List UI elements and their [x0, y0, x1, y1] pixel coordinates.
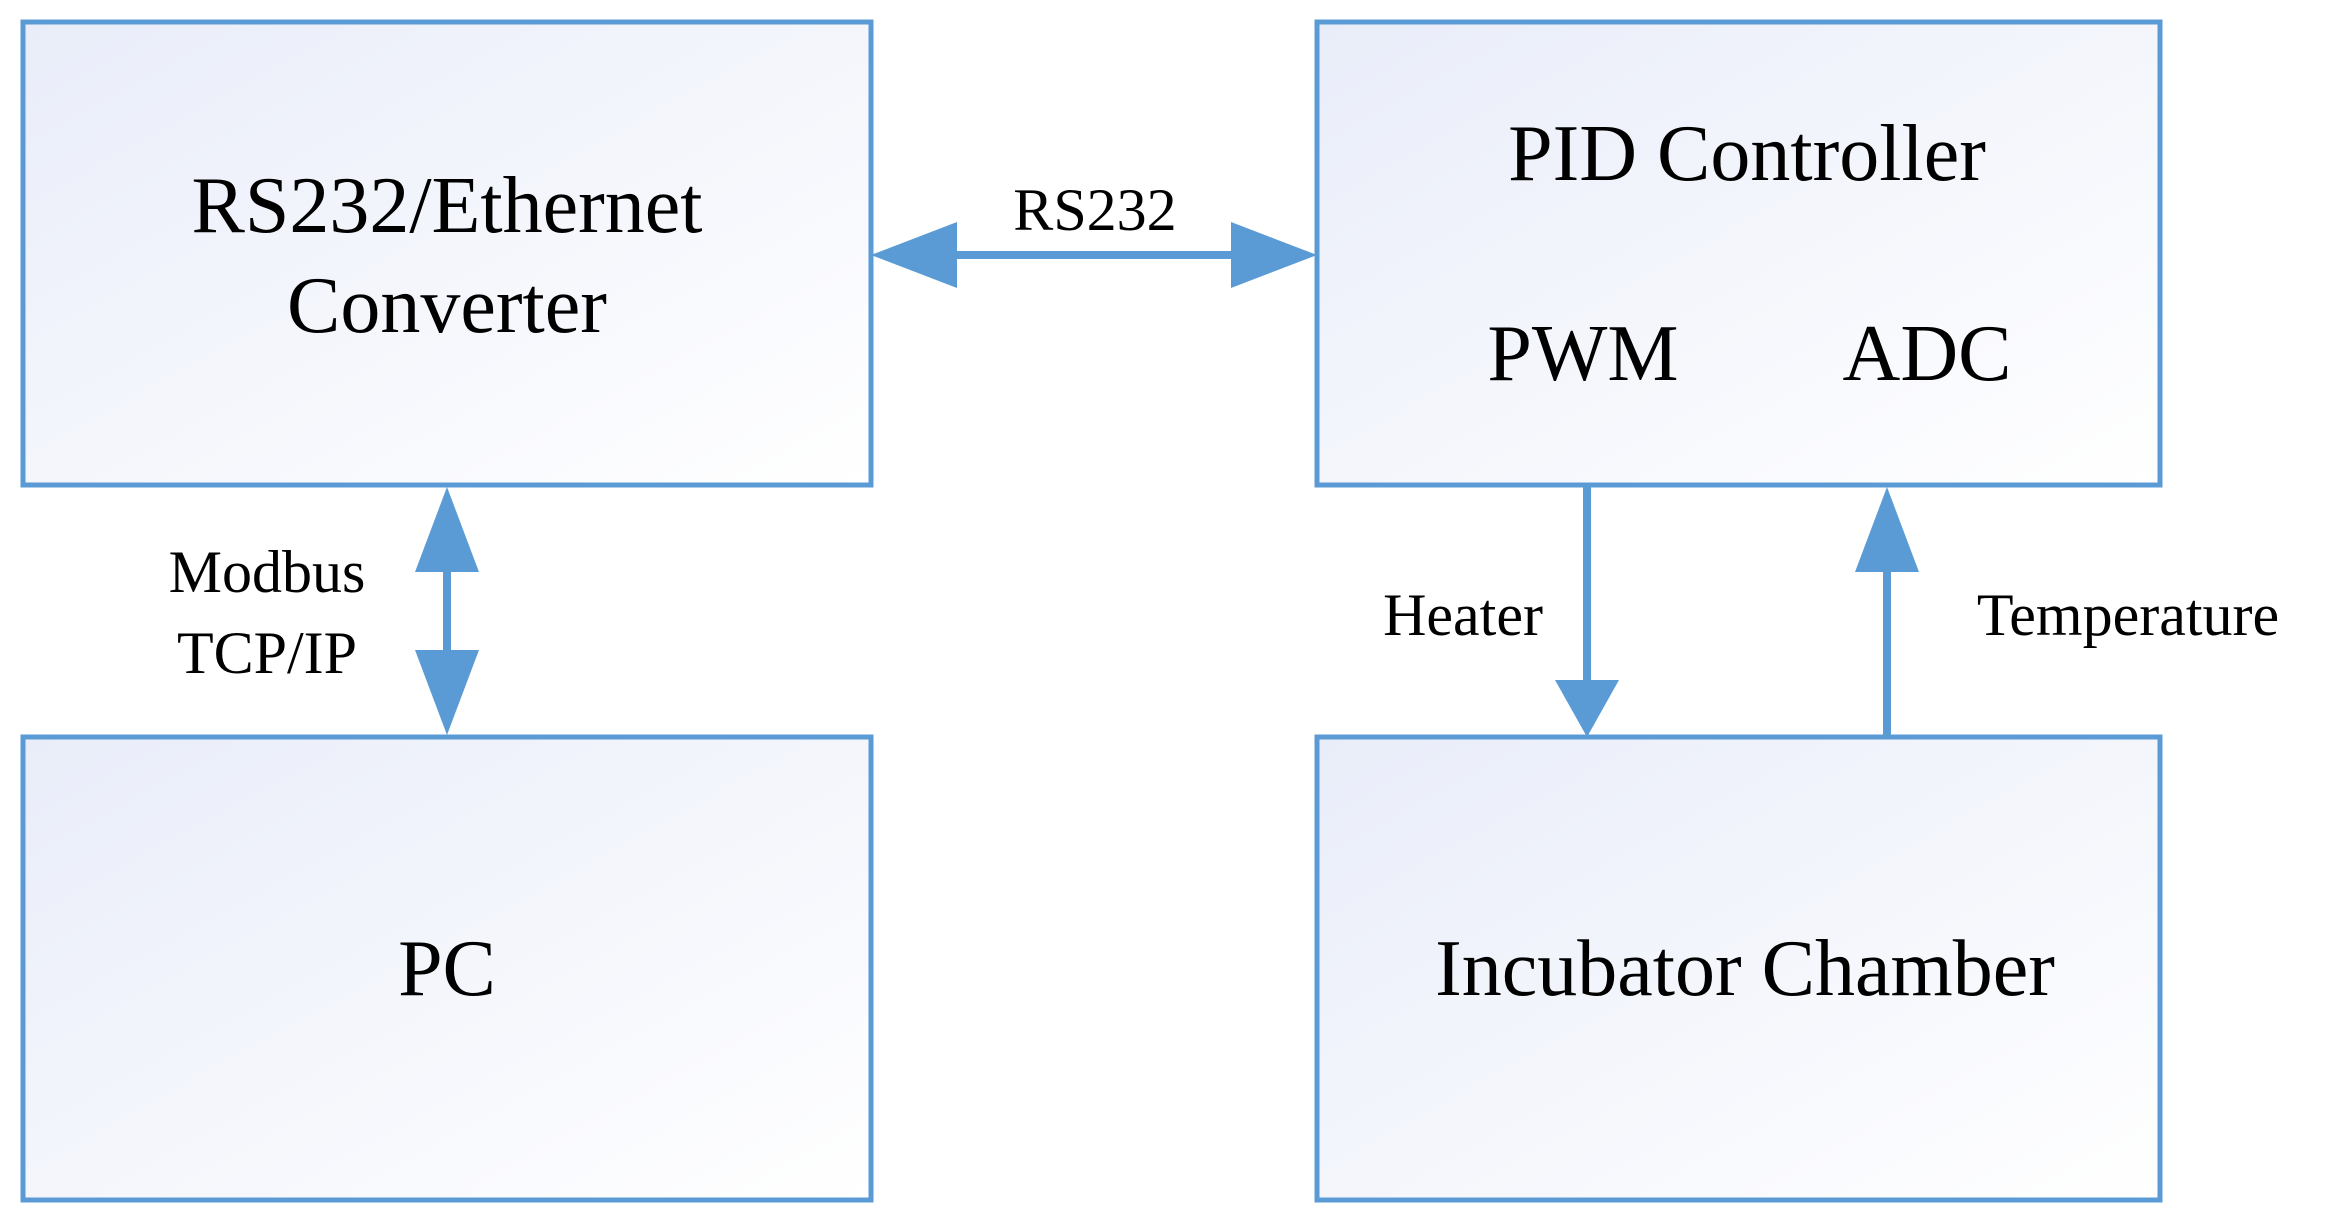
pc-block: PC: [20, 734, 874, 1203]
converter-label-line2: Converter: [287, 262, 607, 350]
modbus-label-line2: TCP/IP: [177, 620, 357, 686]
modbus-down-arrowhead: [415, 650, 479, 735]
heater-down-arrowhead: [1555, 680, 1619, 737]
rs232-label: RS232: [1013, 177, 1176, 243]
converter-label-line1: RS232/Ethernet: [191, 162, 702, 250]
incubator-chamber-block: Incubator Chamber: [1314, 734, 2163, 1203]
modbus-up-arrowhead: [415, 487, 479, 572]
pid-controller-title: PID Controller: [1508, 110, 1986, 198]
temperature-label: Temperature: [1977, 582, 2279, 648]
heater-label: Heater: [1383, 582, 1543, 648]
adc-label: ADC: [1843, 310, 2012, 398]
rs232-connection: RS232: [871, 177, 1317, 288]
heater-connection: Heater: [1383, 485, 1619, 737]
converter-box: [20, 19, 874, 488]
temperature-up-arrowhead: [1855, 487, 1919, 572]
pwm-label: PWM: [1487, 310, 1678, 398]
pc-box: [20, 734, 874, 1203]
rs232-left-arrowhead: [871, 222, 957, 288]
pid-controller-block: PID Controller PWM ADC: [1314, 19, 2163, 488]
incubator-chamber-label: Incubator Chamber: [1435, 925, 2055, 1013]
temperature-connection: Temperature: [1855, 487, 2279, 737]
pc-label: PC: [398, 925, 496, 1013]
incubator-chamber-box: [1314, 734, 2163, 1203]
rs232-right-arrowhead: [1231, 222, 1317, 288]
pid-controller-box: [1314, 19, 2163, 488]
converter-block: RS232/Ethernet Converter: [20, 19, 874, 488]
modbus-label-line1: Modbus: [169, 539, 366, 605]
modbus-connection: Modbus TCP/IP: [169, 487, 479, 735]
